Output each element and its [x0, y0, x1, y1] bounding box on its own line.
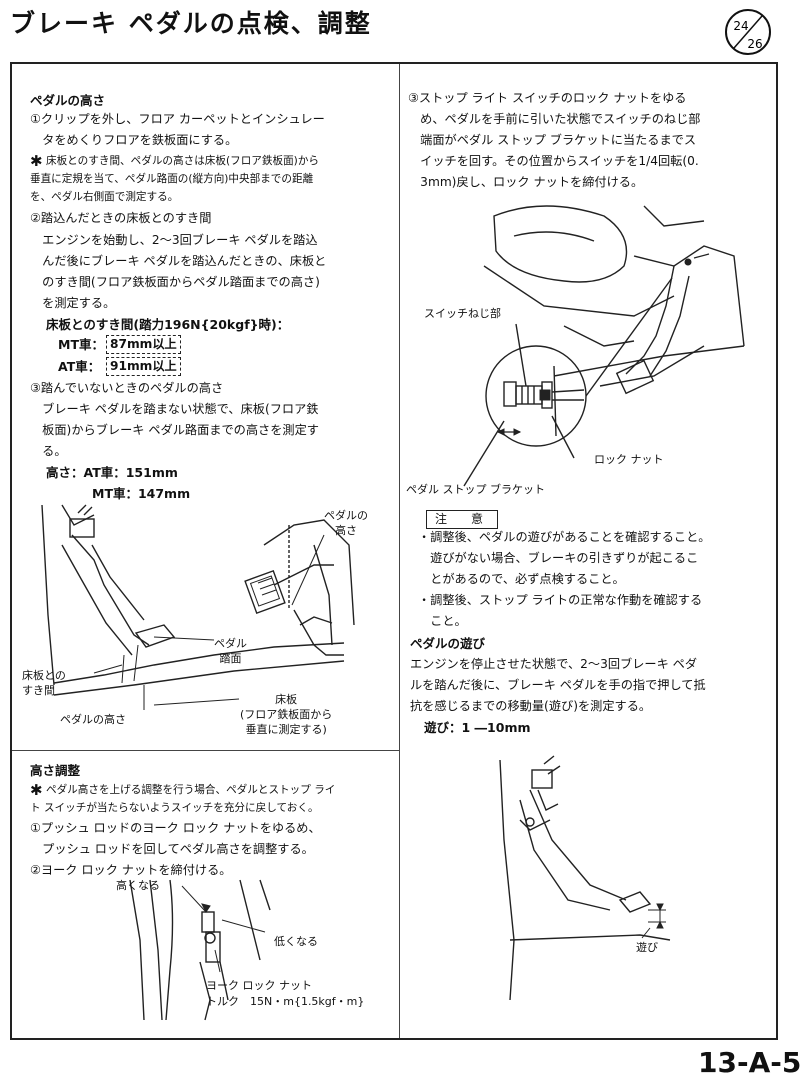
pedal-height-heading: ペダルの高さ [30, 93, 106, 108]
height-mt: MT車：147mm [92, 486, 191, 501]
clearance-heading: 床板とのすき間(踏力196N{20kgf}時)： [46, 317, 290, 332]
step2-line3: んだ後にブレーキ ペダルを踏込んだときの、床板と [30, 254, 327, 268]
switch-step-line2: め、ペダルを手前に引いた状態でスイッチのねじ部 [408, 112, 701, 126]
caution2-line1: ・調整後、ストップ ライトの正常な作動を確認する [418, 593, 703, 607]
step2-line5: を測定する。 [30, 296, 116, 310]
star-icon: ✱ [30, 152, 43, 170]
fig1-pedal-surface-label: ペダル 踏面 [214, 637, 247, 665]
star-note1-line2: 垂直に定規を当て、ペダル路面の(縦方向)中央部までの距離 [30, 173, 314, 185]
star-note2-line2: ト スイッチが当たらないようスイッチを充分に戻しておく。 [30, 802, 319, 814]
switch-step-line5: 3mm)戻し、ロック ナットを締付ける。 [408, 175, 644, 189]
page-title: ブレーキ ペダルの点検、調整 [10, 9, 372, 38]
step1-line1: ①クリップを外し、フロア カーペットとインシュレー [30, 112, 325, 126]
caution1-line1: ・調整後、ペダルの遊びがあることを確認すること。 [418, 530, 711, 544]
step2-line1: ②踏込んだときの床板とのすき間 [30, 211, 212, 225]
step3-line2: ブレーキ ペダルを踏まない状態で、床板(フロア鉄 [30, 402, 319, 416]
pedal-height-figure [41, 504, 355, 710]
mt-value: 87mm以上 [106, 335, 181, 354]
play-text-line2: ルを踏んだ後に、ブレーキ ペダルを手の指で押して抵 [410, 678, 706, 692]
fig3-higher-label: 高くなる [116, 879, 160, 892]
at-value: 91mm以上 [106, 357, 181, 376]
fig3-torque-label: トルク 15N・m{1.5kgf・m} [206, 995, 365, 1008]
caution1-line2: 遊びがない場合、ブレーキの引きずりが起こるこ [418, 551, 699, 565]
fig2-switch-thread-label: スイッチねじ部 [424, 307, 501, 320]
star-note1-line1: 床板とのすき間、ペダルの高さは床板(フロア鉄板面)から [46, 155, 320, 167]
height-at: 高さ：AT車：151mm [46, 465, 178, 480]
fig4-play-label: 遊び [636, 941, 658, 954]
at-value-wrap: 91mm以上 [106, 356, 181, 377]
fig2-bracket-label: ペダル ストップ ブラケット [406, 483, 545, 496]
star-icon-2: ✱ [30, 781, 43, 799]
caution1-line3: とがあるので、必ず点検すること。 [418, 572, 625, 586]
fig3-lower-label: 低くなる [274, 935, 318, 948]
page-number-bottom: 26 [747, 37, 762, 51]
pedal-play-figure [499, 755, 671, 1001]
section-divider [12, 750, 400, 751]
star-note2-line1: ペダル高さを上げる調整を行う場合、ペダルとストップ ライ [46, 784, 336, 796]
adjust-heading: 高さ調整 [30, 763, 81, 778]
fig2-lock-nut-label: ロック ナット [594, 453, 664, 466]
page-number-badge: 24 26 [725, 9, 771, 55]
play-spec: 遊び：1 ―10mm [424, 720, 531, 735]
caution-label: 注 意 [426, 510, 499, 529]
play-text-line1: エンジンを停止させた状態で、2～3回ブレーキ ペダ [410, 657, 698, 671]
mt-label: MT車： [58, 337, 104, 352]
adjust2: ②ヨーク ロック ナットを締付ける。 [30, 863, 232, 877]
fig3-yoke-nut-label: ヨーク ロック ナット [206, 979, 312, 992]
switch-step-line3: 端面がペダル ストップ ブラケットに当たるまでス [408, 133, 697, 147]
fig1-floor-gap-label: 床板との すき間 [22, 669, 66, 697]
caution-box: 注 意 [426, 508, 499, 529]
star-note1-line3: を、ペダル右側面で測定する。 [30, 191, 179, 203]
step3-line4: る。 [30, 444, 67, 458]
caution2-line2: こと。 [418, 614, 467, 628]
content-frame [10, 62, 778, 1040]
mt-value-wrap: 87mm以上 [106, 334, 181, 355]
fig1-pedal-height-top-label: ペダルの 高さ [324, 509, 368, 537]
yoke-nut-figure [129, 879, 271, 1021]
adjust1-line1: ①プッシュ ロッドのヨーク ロック ナットをゆるめ、 [30, 821, 321, 835]
step3-line1: ③踏んでいないときのペダルの高さ [30, 381, 224, 395]
play-text-line3: 抗を感じるまでの移動量(遊び)を測定する。 [410, 699, 652, 713]
adjust1-line2: プッシュ ロッドを回してペダル高さを調整する。 [30, 842, 314, 856]
play-heading: ペダルの遊び [410, 636, 486, 651]
step2-line2: エンジンを始動し、2～3回ブレーキ ペダルを踏込 [30, 233, 318, 247]
fig1-floor-label: 床板 (フロア鉄板面から 垂直に測定する) [240, 693, 333, 736]
stop-switch-figure [463, 205, 745, 487]
step2-line4: のすき間(フロア鉄板面からペダル踏面までの高さ) [30, 275, 320, 289]
switch-step-line1: ③ストップ ライト スイッチのロック ナットをゆる [408, 91, 687, 105]
page-code: 13-A-5 [698, 1046, 800, 1079]
page-number-top: 24 [733, 19, 748, 33]
step1-line2: タをめくりフロアを鉄板面にする。 [30, 133, 238, 147]
fig1-pedal-height-label: ペダルの高さ [60, 713, 126, 726]
step3-line3: 板面)からブレーキ ペダル路面までの高さを測定す [30, 423, 319, 437]
switch-step-line4: イッチを回す。その位置からスイッチを1/4回転(0. [408, 154, 699, 168]
at-label: AT車： [58, 359, 101, 374]
column-divider [399, 64, 400, 1038]
